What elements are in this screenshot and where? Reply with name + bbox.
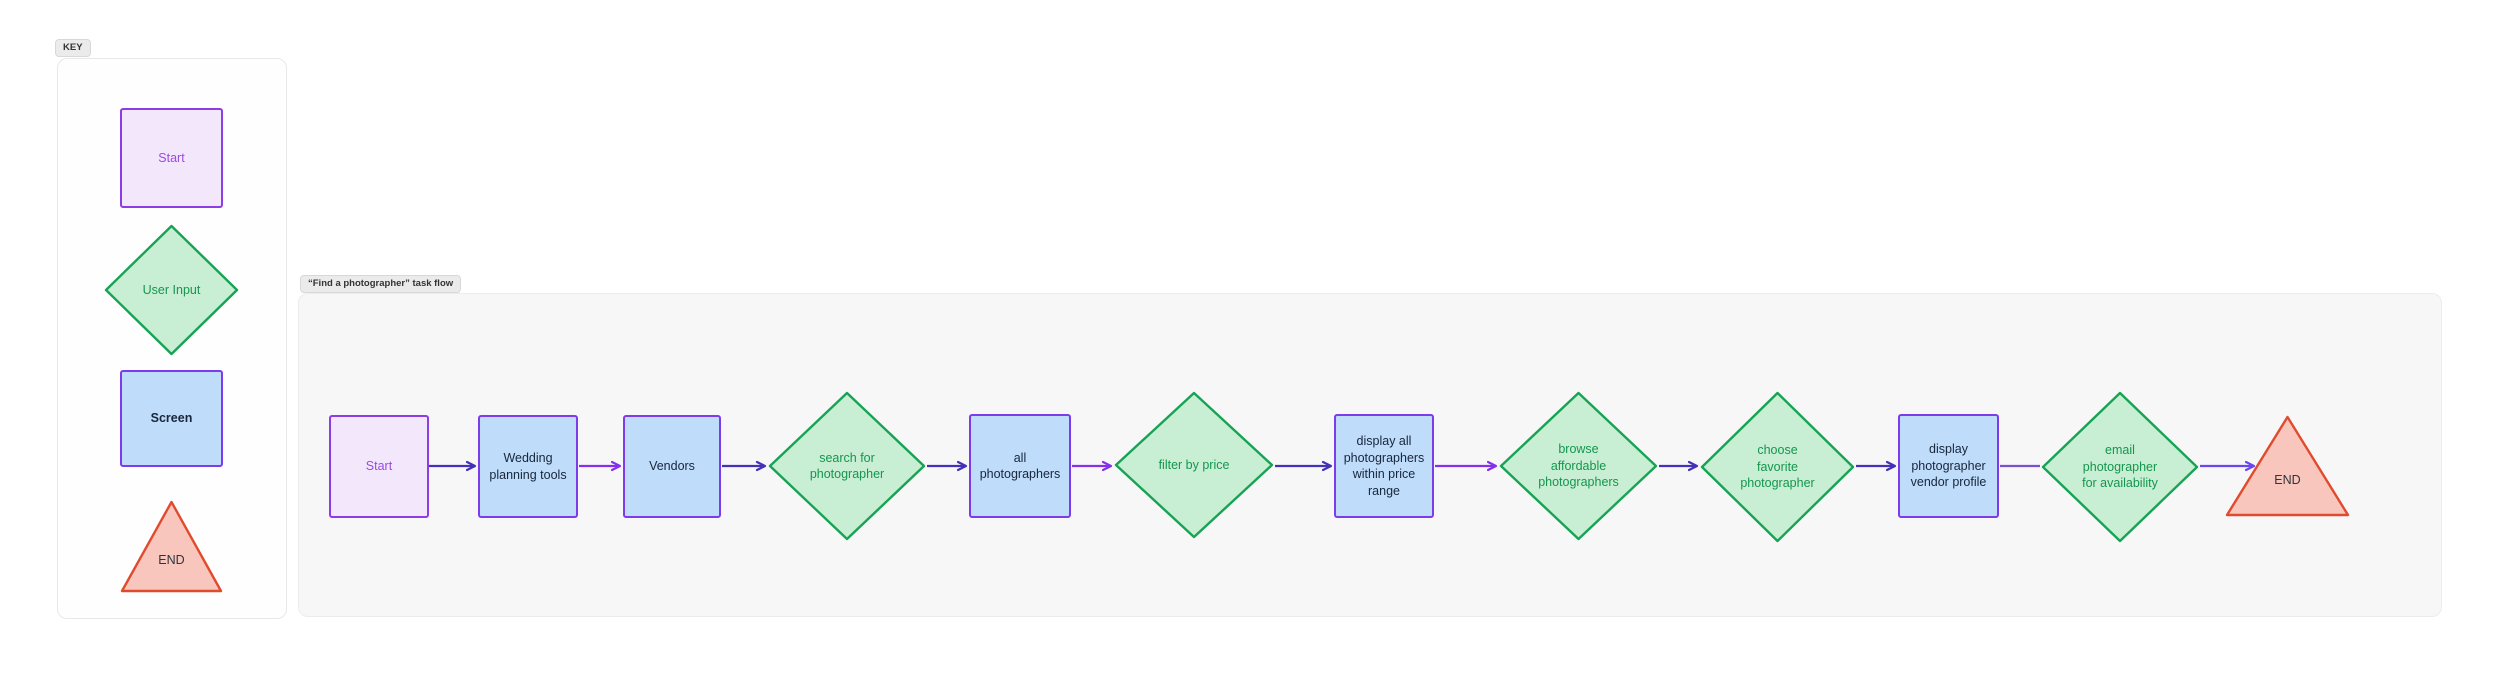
node-search-for-photographer[interactable]: search for photographer: [768, 391, 926, 541]
diamond-shape: [1114, 391, 1274, 539]
node-label: Vendors: [649, 459, 695, 474]
node-label: display photographer vendor profile: [1910, 442, 1987, 490]
node-label: Screen: [150, 411, 193, 426]
node-label: search for photographer: [809, 450, 885, 482]
diamond-shape: [104, 224, 239, 356]
triangle-shape: [2225, 415, 2350, 517]
node-wedding-planning-tools[interactable]: Wedding planning tools: [478, 415, 578, 518]
node-start[interactable]: Start: [329, 415, 429, 518]
node-label: Start: [158, 150, 185, 165]
key-user-input[interactable]: User Input: [104, 224, 239, 356]
triangle-shape: [120, 500, 223, 593]
diamond-shape: [768, 391, 926, 541]
node-choose-favorite-photographer[interactable]: choose favorite photographer: [1700, 391, 1855, 543]
node-email-photographer[interactable]: email photographer for availability: [2041, 391, 2199, 543]
key-start[interactable]: Start: [120, 108, 223, 208]
node-label: email photographer for availability: [2082, 443, 2158, 491]
task-flow-section-label[interactable]: “Find a photographer” task flow: [300, 275, 462, 293]
task-flow-panel[interactable]: Start Wedding planning tools Vendors search…: [298, 293, 2442, 617]
node-browse-affordable-photographers[interactable]: browse affordable photographers: [1499, 391, 1658, 541]
node-label: display all photographers within price r…: [1343, 434, 1425, 498]
node-label: browse affordable photographers: [1538, 442, 1619, 490]
node-label: Start: [365, 459, 393, 474]
node-label: choose favorite photographer: [1740, 443, 1815, 491]
node-display-all-photographers[interactable]: display all photographers within price r…: [1334, 414, 1434, 518]
diamond-shape: [2041, 391, 2199, 543]
diamond-shape: [1700, 391, 1855, 543]
node-label: User Input: [142, 282, 201, 297]
node-vendors[interactable]: Vendors: [623, 415, 721, 518]
node-label: all photographers: [979, 450, 1061, 482]
node-label: END: [158, 553, 185, 568]
node-all-photographers[interactable]: all photographers: [969, 414, 1071, 518]
node-end[interactable]: END: [2224, 414, 2351, 518]
key-section-label[interactable]: KEY: [55, 39, 91, 57]
key-end[interactable]: END: [119, 499, 224, 594]
diamond-shape: [1499, 391, 1658, 541]
node-label: END: [2274, 472, 2301, 487]
node-label: Wedding planning tools: [489, 451, 567, 482]
node-label: filter by price: [1158, 457, 1230, 472]
key-screen[interactable]: Screen: [120, 370, 223, 467]
node-filter-by-price[interactable]: filter by price: [1114, 391, 1274, 539]
node-display-photographer-vendor-profile[interactable]: display photographer vendor profile: [1898, 414, 1999, 518]
